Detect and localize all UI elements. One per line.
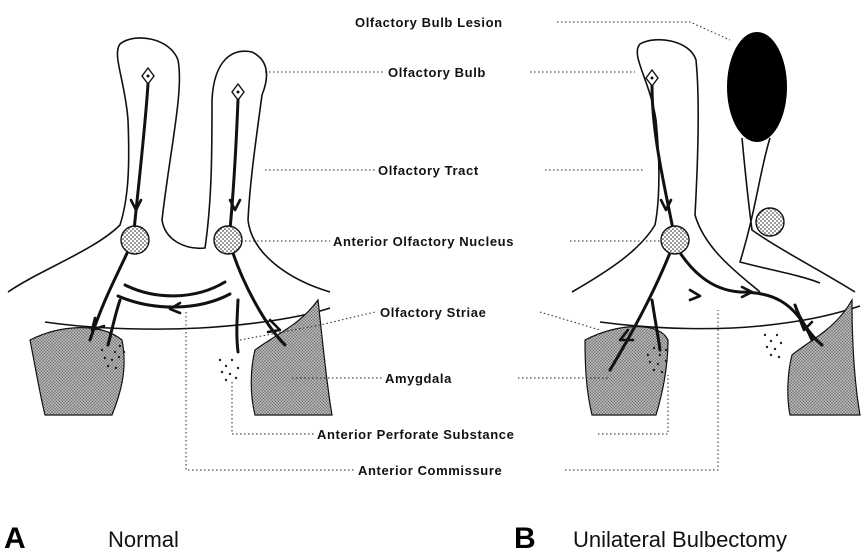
panel-b	[572, 32, 860, 415]
label-olfactory-bulb: Olfactory Bulb	[388, 65, 486, 80]
leader-striae-right	[540, 312, 600, 330]
panel-a-brain-outline	[8, 38, 330, 292]
panel-b-bulb-lesion	[727, 32, 787, 142]
label-bulb-lesion: Olfactory Bulb Lesion	[355, 15, 503, 30]
panel-a-letter: A	[4, 522, 26, 552]
panel-a-fiber-branch-right	[237, 300, 238, 352]
panel-b-aon-right	[756, 208, 784, 236]
labels: Olfactory Bulb Lesion Olfactory Bulb Olf…	[317, 15, 514, 478]
panel-a-commissure-fiber-1	[125, 282, 225, 296]
panel-a-caption: Normal	[108, 527, 179, 552]
label-amygdala: Amygdala	[385, 371, 452, 386]
label-anterior-commissure: Anterior Commissure	[358, 463, 502, 478]
label-olfactory-striae: Olfactory Striae	[380, 305, 486, 320]
panel-b-aon-left	[661, 226, 689, 254]
panel-a	[8, 38, 332, 415]
panel-a-perforate-substance-right	[219, 359, 239, 381]
panel-a-aon-right	[214, 226, 242, 254]
panel-b-arrow-commissure-1	[690, 290, 700, 300]
leader-bulb-lesion	[557, 22, 730, 40]
panel-b-caption: Unilateral Bulbectomy	[573, 527, 787, 552]
label-anterior-olfactory-nucleus: Anterior Olfactory Nucleus	[333, 234, 514, 249]
panel-b-perforate-substance-right	[764, 334, 782, 358]
panel-b-letter: B	[514, 522, 536, 552]
label-anterior-perforate-substance: Anterior Perforate Substance	[317, 427, 514, 442]
panel-a-aon-left	[121, 226, 149, 254]
panel-a-lower-outline	[45, 308, 330, 329]
label-olfactory-tract: Olfactory Tract	[378, 163, 479, 178]
